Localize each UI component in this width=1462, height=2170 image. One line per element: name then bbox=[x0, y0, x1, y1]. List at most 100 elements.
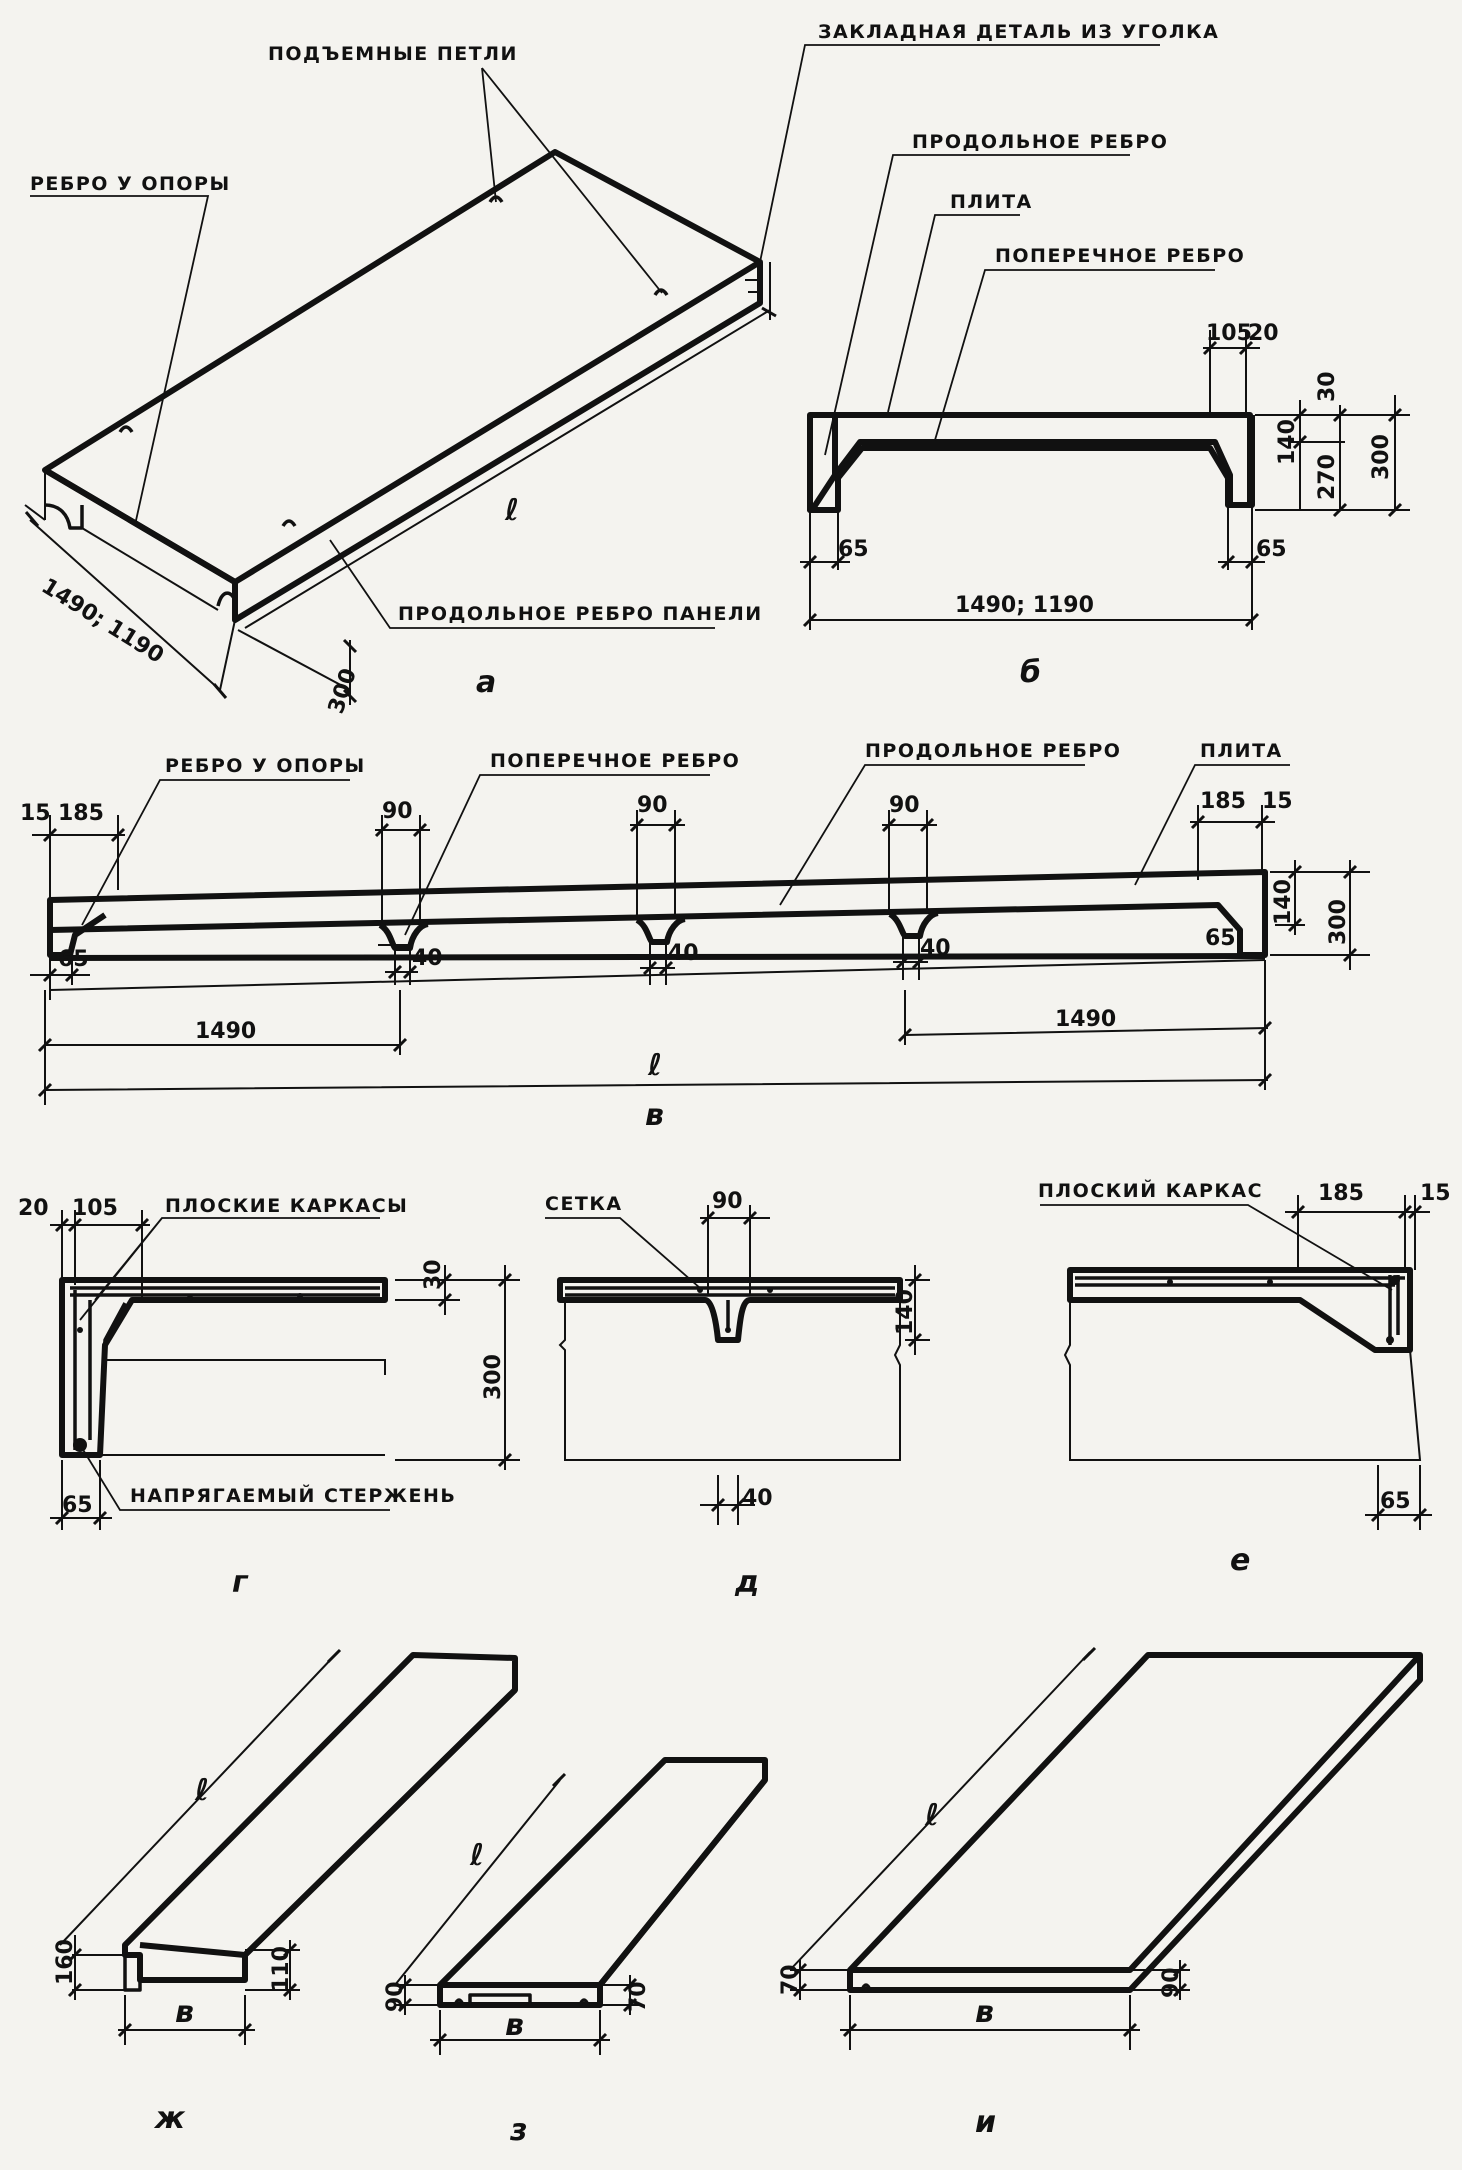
dim-zh-lines bbox=[59, 1654, 336, 2045]
rebar-dot-icon bbox=[697, 1287, 703, 1293]
dim-tick bbox=[1387, 407, 1403, 423]
dim-tick bbox=[1342, 947, 1358, 963]
leader-flat-frame bbox=[1040, 1204, 1393, 1291]
dim-185-right-v: 185 bbox=[1200, 789, 1246, 814]
dim-tick bbox=[1387, 502, 1403, 518]
dim-tick bbox=[1122, 2022, 1138, 2038]
caption-b: б bbox=[1020, 655, 1041, 690]
dim-tick bbox=[374, 822, 390, 838]
dim-tick bbox=[592, 2032, 608, 2048]
label-transverse-rib-b: ПОПЕРЕЧНОЕ РЕБРО bbox=[995, 245, 1245, 267]
dim-tick bbox=[237, 2022, 253, 2038]
dim-tick bbox=[1190, 814, 1206, 830]
dim-90-d: 90 bbox=[712, 1189, 743, 1214]
dim-tick bbox=[92, 1510, 108, 1526]
dim-tick bbox=[730, 1497, 746, 1513]
dim-tick bbox=[282, 1982, 298, 1998]
dim-l-v: ℓ bbox=[647, 1048, 662, 1083]
dim-tick bbox=[64, 967, 80, 983]
dim-tick bbox=[392, 1037, 408, 1053]
dim-30-g: 30 bbox=[421, 1259, 446, 1290]
dim-z-lines bbox=[394, 1779, 640, 2055]
dim-65-e: 65 bbox=[1380, 1489, 1411, 1514]
dim-tick bbox=[342, 688, 358, 704]
dim-tick bbox=[1397, 1204, 1413, 1220]
prestressed-bar-icon bbox=[73, 1438, 87, 1452]
dim-g-top bbox=[50, 1210, 150, 1300]
rebar-dot-icon bbox=[767, 1287, 773, 1293]
dim-30-b: 30 bbox=[1315, 371, 1340, 402]
rebar-dot-icon bbox=[297, 1293, 303, 1299]
leader-prestressed-bar bbox=[81, 1447, 390, 1511]
label-slab-b: ПЛИТА bbox=[950, 191, 1033, 213]
rebar-dot-icon bbox=[1386, 1336, 1394, 1344]
figure-z-flat-slab: 90 70 ℓ в з bbox=[383, 1757, 768, 2148]
dim-90-i: 90 bbox=[1159, 1967, 1184, 1998]
dim-185-left-v: 185 bbox=[58, 801, 104, 826]
dim-300-b: 300 bbox=[1369, 434, 1394, 480]
leader-longitudinal-rib bbox=[824, 154, 1130, 456]
dim-90-v3: 90 bbox=[889, 793, 920, 818]
dim-tick bbox=[907, 1272, 923, 1288]
dim-l-z: ℓ bbox=[469, 1838, 484, 1873]
dim-90-v1: 90 bbox=[382, 799, 413, 824]
label-flat-frames: ПЛОСКИЕ КАРКАСЫ bbox=[165, 1195, 408, 1217]
panel-a-rib-bottom bbox=[81, 527, 219, 611]
dim-tick bbox=[629, 817, 645, 833]
dim-i-lines bbox=[789, 1651, 1190, 2050]
dim-tick bbox=[842, 2022, 858, 2038]
dim-140-d: 140 bbox=[893, 1289, 918, 1335]
dim-tick bbox=[830, 554, 846, 570]
figure-g-support-detail: 20 105 30 300 65 ПЛОСКИЕ КАРКАСЫ НАПРЯГА… bbox=[18, 1195, 520, 1600]
figure-zh-hollow-slab: 160 110 ℓ в ж bbox=[53, 1648, 518, 2136]
caption-e: е bbox=[1230, 1543, 1250, 1578]
leader-transverse-rib-b bbox=[934, 269, 1215, 441]
figure-b-cross-section: 105 20 30 140 270 300 65 65 1490; 1190 П… bbox=[800, 131, 1410, 690]
section-b-left-rib bbox=[807, 415, 1255, 513]
dim-65-g: 65 bbox=[62, 1493, 93, 1518]
dim-tick bbox=[1172, 1982, 1188, 1998]
dim-tick bbox=[432, 2032, 448, 2048]
detail-g-lower-edge bbox=[62, 1359, 386, 1456]
dim-tick bbox=[437, 1272, 453, 1288]
dim-tick bbox=[402, 964, 418, 980]
dim-1490-left-v: 1490 bbox=[195, 1019, 256, 1044]
dim-tick bbox=[37, 1082, 53, 1098]
label-slab-v: ПЛИТА bbox=[1200, 740, 1283, 762]
dim-tick bbox=[37, 1037, 53, 1053]
dim-tick bbox=[67, 1947, 83, 1963]
dim-v-1490-lines bbox=[44, 960, 1269, 1105]
detail-d-inner bbox=[565, 1286, 895, 1330]
dim-tick bbox=[710, 1497, 726, 1513]
label-longitudinal-rib: ПРОДОЛЬНОЕ РЕБРО bbox=[912, 131, 1168, 153]
dim-tick bbox=[397, 1997, 413, 2013]
dim-tick bbox=[1172, 1962, 1188, 1978]
leader-support-rib-v bbox=[81, 779, 350, 926]
label-mesh: СЕТКА bbox=[545, 1193, 623, 1215]
label-flat-frame: ПЛОСКИЙ КАРКАС bbox=[1038, 1179, 1263, 1202]
dim-l-line bbox=[244, 262, 771, 629]
section-v-transverse-rib-3 bbox=[888, 910, 939, 939]
panel-a-corner-end bbox=[216, 591, 237, 620]
dim-l-i: ℓ bbox=[924, 1798, 939, 1833]
dim-tick bbox=[397, 1977, 413, 1993]
dim-40-v3: 40 bbox=[920, 936, 951, 961]
dim-tick bbox=[792, 1962, 808, 1978]
leader-slab-b bbox=[887, 214, 1020, 413]
dim-tick bbox=[1332, 407, 1348, 423]
section-b-outline bbox=[807, 412, 1253, 513]
dim-105-g: 105 bbox=[72, 1196, 118, 1221]
dim-tick bbox=[911, 954, 927, 970]
figure-v-longitudinal-section: 15 185 90 90 90 185 15 140 300 65 65 40 … bbox=[20, 740, 1370, 1133]
slab-z-top bbox=[440, 1778, 768, 1988]
rebar-dot-icon bbox=[725, 1327, 731, 1333]
dim-tick bbox=[642, 960, 658, 976]
rebar-dot-icon bbox=[1390, 1275, 1400, 1285]
rebar-dot-icon bbox=[77, 1327, 83, 1333]
leader-longitudinal-rib-panel bbox=[329, 539, 715, 629]
rebar-dot-icon bbox=[187, 1295, 193, 1301]
dim-tick bbox=[897, 1027, 913, 1043]
dim-tick bbox=[497, 1452, 513, 1468]
lifting-loop-icon bbox=[118, 425, 134, 433]
